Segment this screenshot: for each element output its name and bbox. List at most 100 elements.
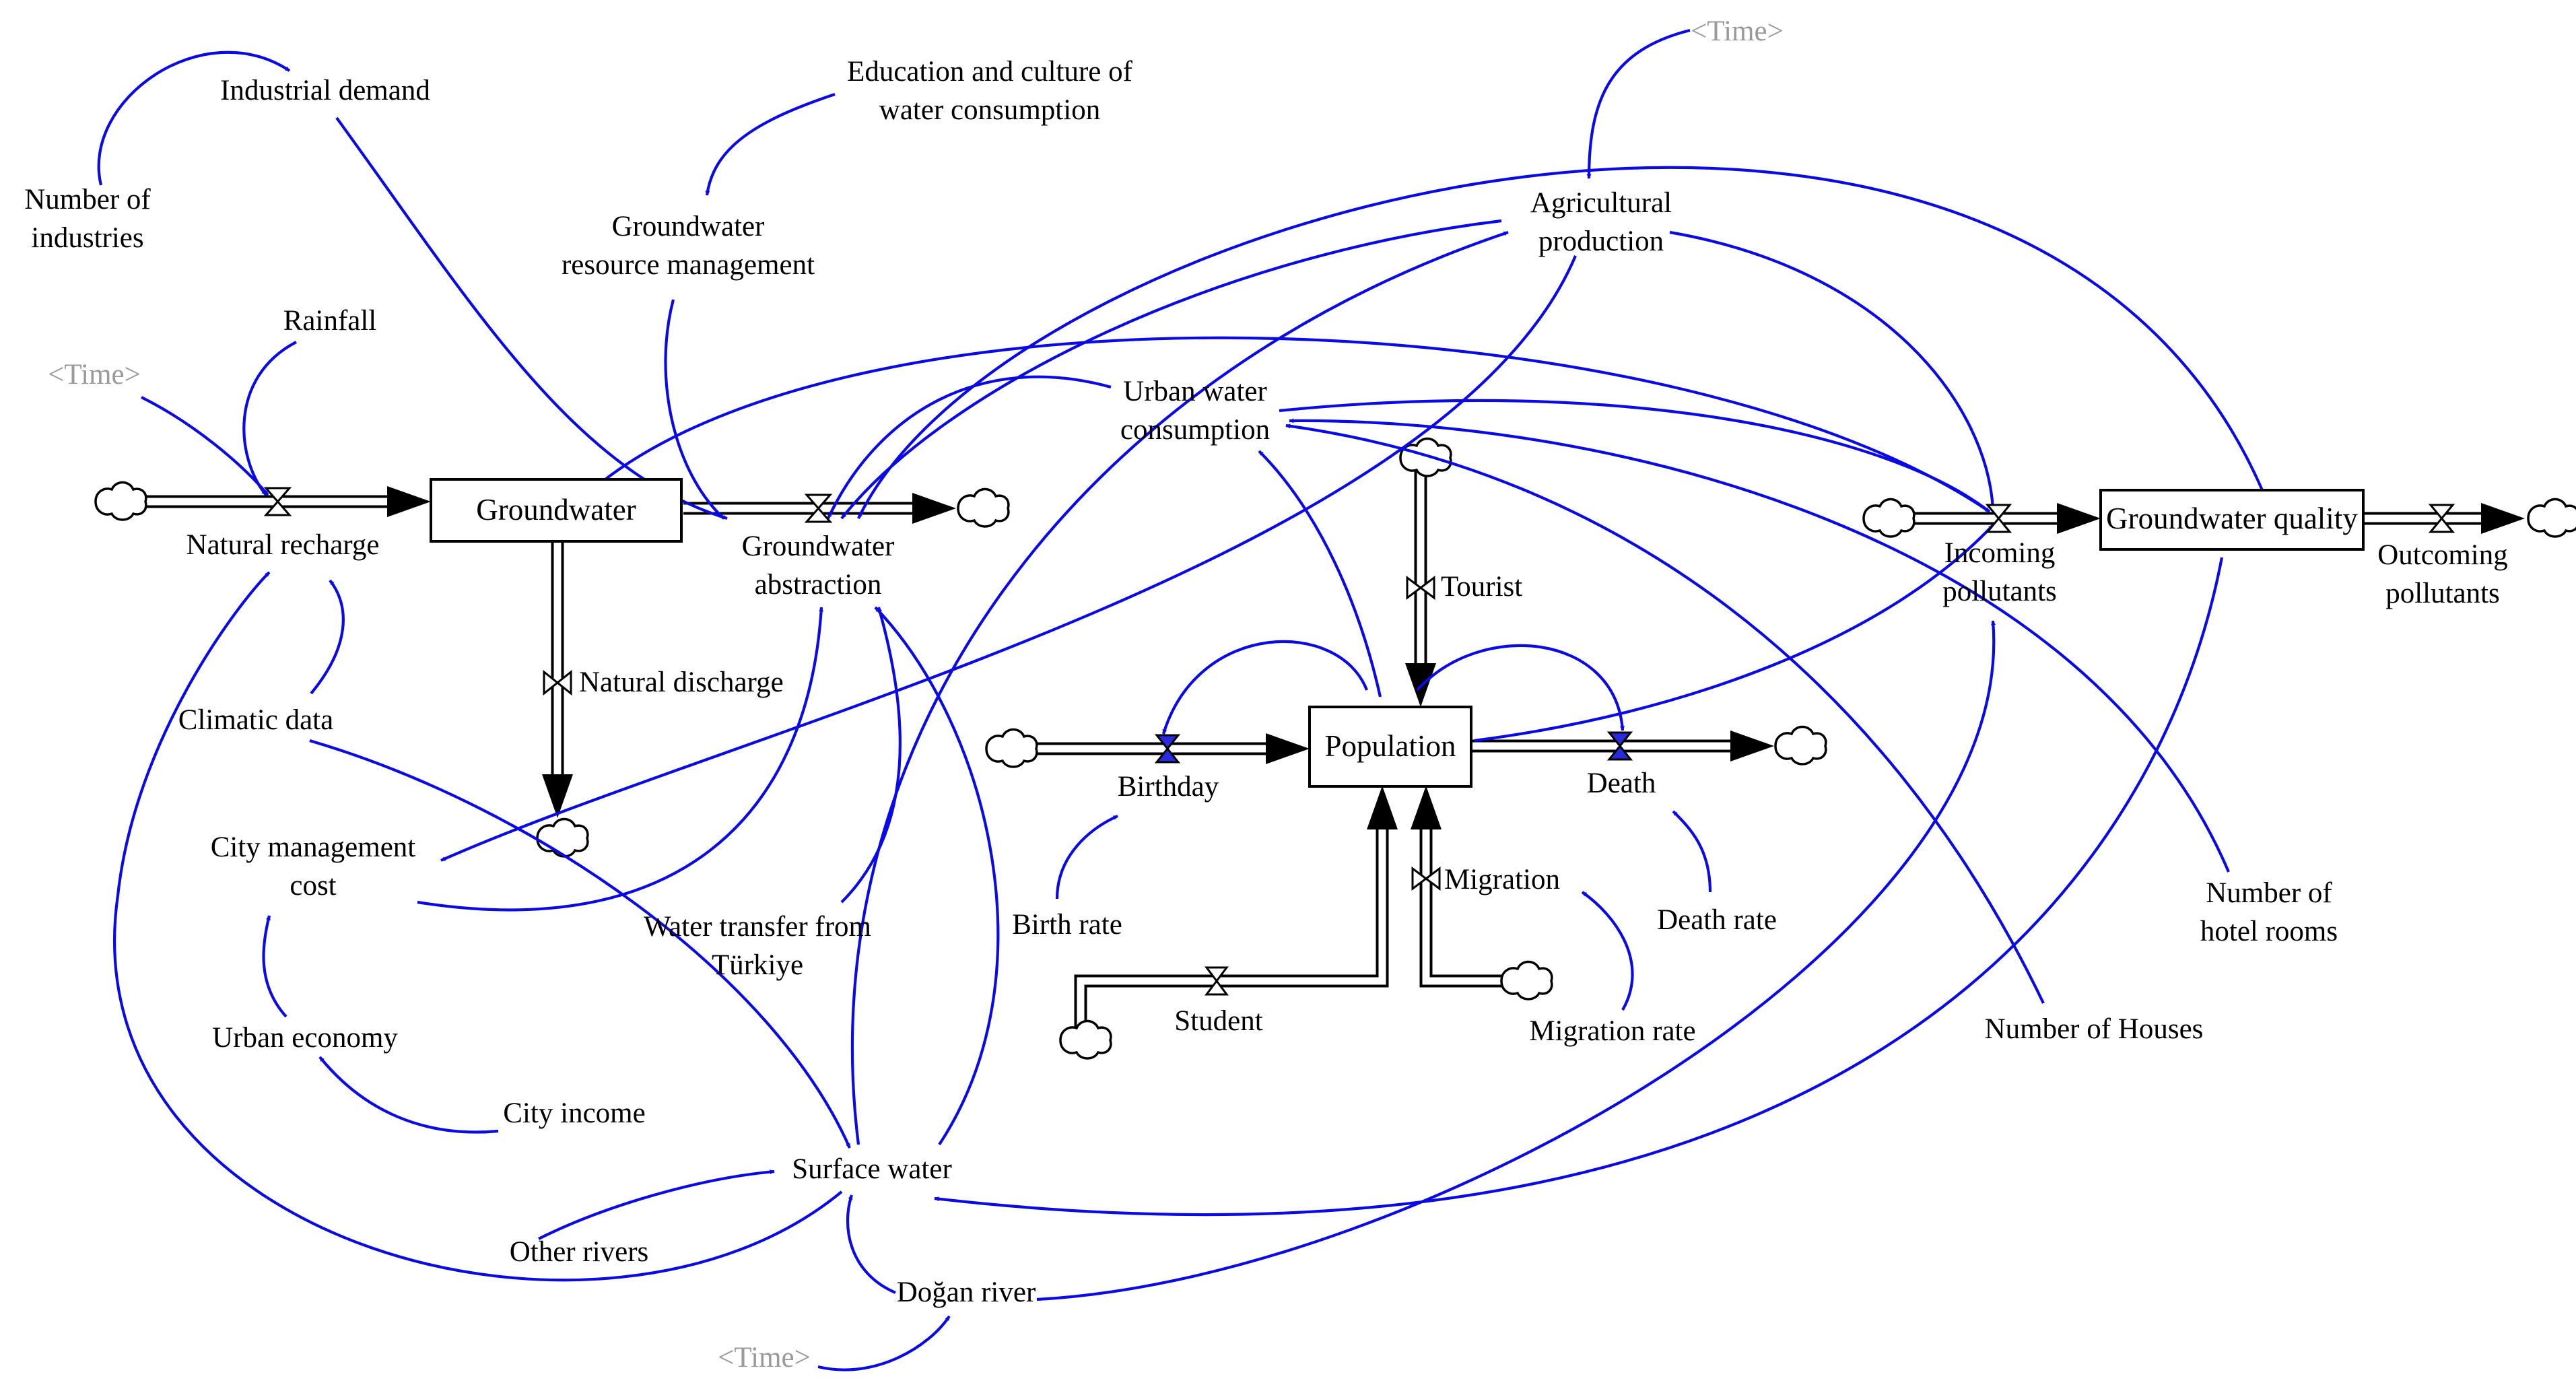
link-water-transfer-to-abstraction	[840, 607, 902, 904]
stock-groundwater-quality-label: Groundwater quality	[2106, 502, 2358, 535]
cloud-icon	[1862, 498, 1916, 538]
link-climatic-to-natural-recharge	[310, 579, 345, 695]
flow-labels: Natural recharge Groundwater abstraction…	[187, 529, 2508, 1037]
var-urban-economy: Urban economy	[212, 1022, 398, 1054]
flow-incoming-pollutants-line1: Incoming	[1944, 537, 2056, 569]
link-time-to-dogan-river	[817, 1315, 951, 1371]
valve-icon-outcoming-pollutants[interactable]	[2428, 504, 2455, 533]
cloud-icon	[985, 728, 1038, 768]
link-groundwater-to-incoming	[601, 336, 1991, 513]
var-number-of-houses: Number of Houses	[1985, 1013, 2204, 1045]
stock-groundwater-label: Groundwater	[476, 493, 636, 527]
link-hotel-rooms-to-urban-water	[1289, 418, 2230, 873]
link-education-to-gw-mgmt	[705, 93, 836, 196]
pipe-student	[1074, 825, 1389, 1030]
var-rainfall: Rainfall	[283, 305, 377, 337]
valve-icon-natural-discharge[interactable]	[543, 669, 572, 696]
link-surface-water-to-abstraction	[874, 606, 1000, 1146]
var-number-of-industries-line2: industries	[31, 222, 143, 254]
shadow-variables: <Time> <Time> <Time>	[48, 15, 1784, 1373]
variable-labels: Industrial demand Number of industries E…	[24, 56, 2338, 1308]
valve-icon-tourist[interactable]	[1406, 576, 1435, 600]
valve-icon-incoming-pollutants[interactable]	[1985, 504, 2012, 533]
link-death-rate-to-death	[1672, 810, 1712, 893]
flow-student: Student	[1174, 1005, 1262, 1037]
flow-birthday: Birthday	[1118, 771, 1219, 803]
var-urban-water-consumption-line1: Urban water	[1123, 376, 1267, 407]
valve-icon-gw-abstraction[interactable]	[804, 494, 833, 523]
var-agricultural-production-line2: production	[1538, 226, 1664, 257]
var-education-line2: water consumption	[879, 94, 1100, 126]
cloud-icon	[2527, 498, 2576, 538]
var-urban-water-consumption-line2: consumption	[1120, 414, 1270, 446]
link-other-rivers-to-surface-water	[538, 1169, 775, 1240]
link-city-mgmt-to-abstraction	[417, 607, 824, 912]
cloud-icon	[1059, 1019, 1112, 1060]
link-agricultural-to-incoming	[1669, 230, 1996, 509]
flow-death: Death	[1587, 768, 1656, 799]
link-urban-economy-to-city-mgmt	[262, 915, 287, 1018]
var-gw-resource-mgmt-line1: Groundwater	[612, 211, 765, 242]
shadow-time-left: <Time>	[48, 359, 141, 391]
link-time-to-agricultural	[1586, 28, 1691, 179]
stocks: Groundwater Population Groundwater quali…	[430, 478, 2365, 788]
flow-incoming-pollutants-line2: pollutants	[1942, 576, 2057, 607]
link-gw-mgmt-to-abstraction	[664, 299, 725, 520]
stock-groundwater-quality[interactable]	[2099, 489, 2365, 551]
var-water-transfer-line2: Türkiye	[712, 949, 803, 981]
stock-population[interactable]	[1308, 706, 1472, 788]
var-number-of-industries-line1: Number of	[24, 184, 151, 215]
var-education-line1: Education and culture of	[847, 56, 1133, 88]
shadow-time-top: <Time>	[1691, 15, 1784, 47]
stock-population-label: Population	[1324, 729, 1456, 763]
link-surface-water-to-natural-recharge	[112, 571, 843, 1282]
var-birth-rate: Birth rate	[1012, 909, 1122, 941]
var-climatic-data: Climatic data	[178, 704, 333, 736]
var-city-management-cost-line1: City management	[211, 832, 416, 863]
var-migration-rate: Migration rate	[1529, 1015, 1695, 1047]
var-city-management-cost-line2: cost	[290, 870, 336, 902]
flow-gw-abstraction-line2: abstraction	[755, 569, 882, 601]
flow-natural-discharge: Natural discharge	[579, 667, 784, 698]
valve-icon-death[interactable]	[1606, 731, 1633, 761]
link-population-to-urban-water	[1258, 450, 1382, 698]
var-city-income: City income	[503, 1097, 645, 1129]
causal-links	[97, 28, 2264, 1371]
link-gw-quality-to-surface-water	[934, 557, 2224, 1217]
link-dogan-to-incoming	[1036, 620, 1996, 1301]
flow-natural-recharge: Natural recharge	[187, 529, 380, 561]
cloud-icon	[1399, 437, 1452, 477]
valve-icon-natural-recharge[interactable]	[263, 487, 292, 516]
valves	[263, 487, 2455, 996]
valve-icon-birthday[interactable]	[1154, 734, 1181, 764]
flow-outcoming-pollutants-line2: pollutants	[2385, 578, 2500, 609]
cloud-icon	[94, 481, 147, 521]
var-gw-resource-mgmt-line2: resource management	[562, 249, 815, 281]
flow-tourist: Tourist	[1441, 571, 1522, 603]
var-other-rivers: Other rivers	[510, 1236, 649, 1268]
var-dogan-river: Doğan river	[897, 1277, 1036, 1308]
shadow-time-bottom: <Time>	[718, 1342, 811, 1373]
link-gw-quality-to-abstraction	[857, 166, 2264, 519]
link-climatic-to-surface-water	[309, 739, 851, 1149]
link-agricultural-to-city-mgmt	[440, 255, 1577, 862]
cloud-icon	[1500, 960, 1553, 1000]
var-water-transfer-line1: Water transfer from	[644, 911, 871, 943]
valve-icon-student[interactable]	[1205, 966, 1229, 996]
link-population-to-birthday	[1161, 640, 1368, 735]
link-city-income-to-urban-economy	[318, 1056, 499, 1134]
link-population-to-death	[1416, 644, 1625, 731]
link-dogan-to-surface-water	[846, 1194, 896, 1294]
valve-icon-migration[interactable]	[1411, 867, 1441, 891]
link-industries-to-industrial-demand	[97, 50, 291, 186]
link-surface-water-to-agricultural	[850, 231, 1509, 1145]
link-houses-to-urban-water	[1285, 423, 2045, 1004]
link-urban-water-to-abstraction	[827, 375, 1112, 519]
var-surface-water: Surface water	[792, 1153, 952, 1185]
link-agricultural-to-abstraction	[840, 219, 1502, 520]
flow-gw-abstraction-line1: Groundwater	[742, 531, 895, 562]
stock-groundwater[interactable]	[430, 478, 683, 543]
var-number-of-hotel-rooms-line1: Number of	[2206, 877, 2332, 909]
link-birth-rate-to-birthday	[1055, 815, 1118, 900]
